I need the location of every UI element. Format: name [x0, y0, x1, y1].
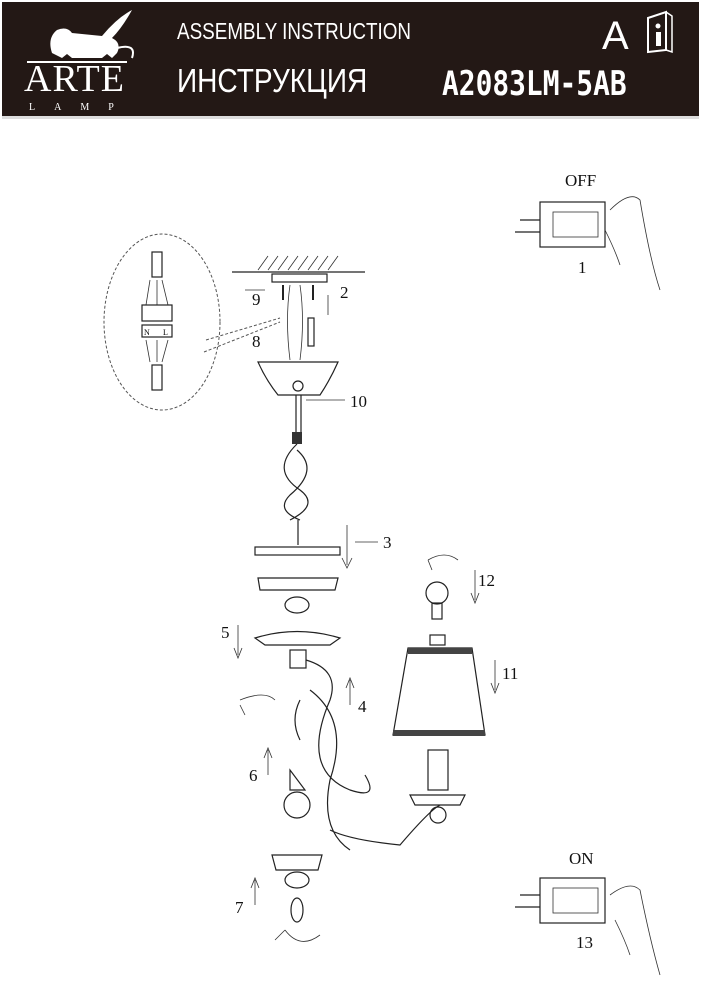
instruction-book-icon — [647, 10, 673, 54]
brand-logo-text: ARTE — [24, 58, 125, 100]
chain-and-body — [233, 432, 441, 942]
callout-1: 1 — [578, 258, 587, 277]
callout-7: 7 — [235, 898, 244, 917]
live-terminal-label: L — [163, 328, 168, 337]
callout-6: 6 — [249, 766, 258, 785]
switch-on-label: ON — [569, 849, 594, 868]
neutral-terminal-label: N — [144, 328, 150, 337]
callout-3: 3 — [383, 533, 392, 552]
language-letter: A — [602, 14, 629, 58]
lion-logo-icon — [27, 10, 134, 63]
ceiling-mount — [232, 255, 365, 440]
callout-11: 11 — [502, 664, 518, 683]
callout-10: 10 — [350, 392, 367, 411]
title-english: ASSEMBLY INSTRUCTION — [177, 18, 412, 44]
switch-off-label: OFF — [565, 171, 596, 190]
callout-12: 12 — [478, 571, 495, 590]
bulb-and-shade — [392, 554, 500, 824]
brand-sub-text: LAMP — [29, 102, 133, 113]
header-banner: ARTE LAMP ASSEMBLY INSTRUCTION ИНСТРУКЦИ… — [2, 2, 699, 119]
callout-13: 13 — [576, 933, 593, 952]
model-number: A2083LM-5AB — [442, 64, 627, 104]
connector-detail-magnifier — [103, 233, 281, 411]
switch-on-illustration — [515, 877, 661, 976]
switch-off-illustration — [515, 196, 661, 291]
callout-5: 5 — [221, 623, 230, 642]
title-russian: ИНСТРУКЦИЯ — [177, 62, 368, 99]
callout-8: 8 — [252, 332, 261, 351]
callout-9: 9 — [252, 290, 261, 309]
callout-2: 2 — [340, 283, 349, 302]
callout-4: 4 — [358, 697, 367, 716]
